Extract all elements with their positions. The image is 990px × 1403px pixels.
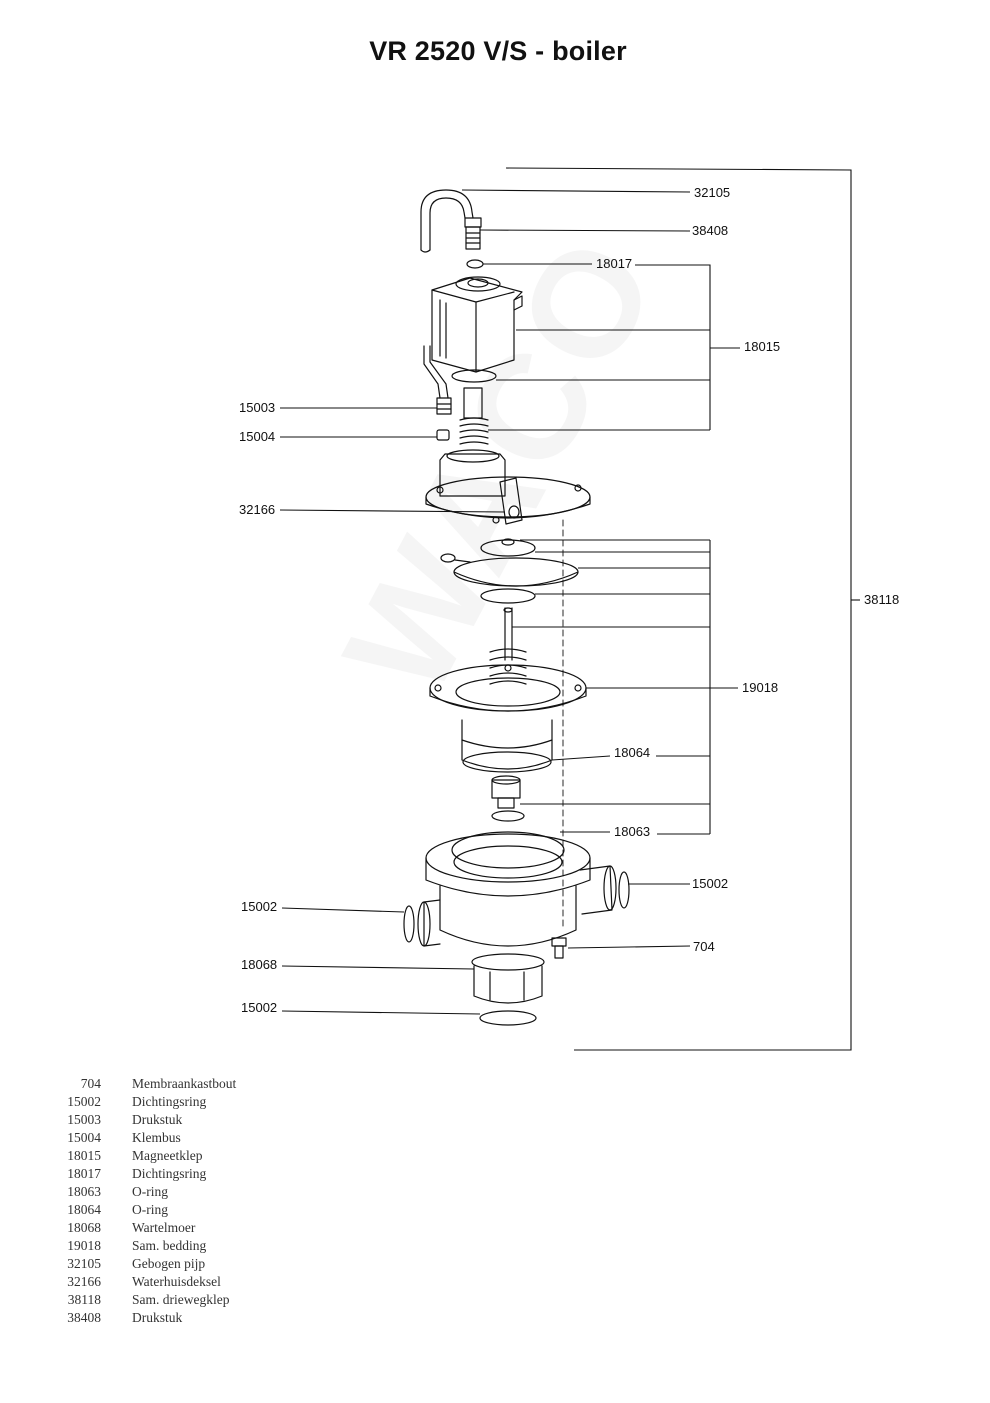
sealing-ring-bottom-part [479,1010,537,1026]
legend-number: 38118 [67,1292,101,1307]
diaphragm-part [440,553,579,587]
o-ring-lower-part [491,810,525,822]
leader-704 [567,945,691,949]
plunger-spring-part [459,387,489,445]
callout-15002-right: 15002 [692,876,728,891]
callout-15002-left: 15002 [241,899,277,914]
seal-ring-left-part [403,905,415,943]
leader-15002-bottom [281,1010,481,1015]
pressure-nut-top-part [464,217,482,250]
callout-15004: 15004 [239,429,275,444]
legend-number: 32166 [67,1274,101,1289]
callout-15003: 15003 [239,400,275,415]
legend-description: Sam. driewegklep [132,1292,230,1307]
o-ring-solenoid-part [451,369,497,383]
leader-38408 [479,229,691,232]
callout-18063: 18063 [614,824,650,839]
pressure-piece-part [436,397,452,415]
legend-number: 32105 [67,1256,101,1271]
callout-32166: 32166 [239,502,275,517]
legend-description: O-ring [132,1202,168,1217]
callout-18064: 18064 [614,745,650,760]
callout-38118: 38118 [864,592,899,607]
lower-plunger-part [491,775,521,809]
water-housing-cover-part [425,449,591,525]
legend-number: 18017 [67,1166,101,1181]
o-ring-seat-part [462,751,552,773]
callout-18017: 18017 [596,256,632,271]
legend-description: Wartelmoer [132,1220,196,1235]
leader-18015 [488,264,740,431]
valve-stem-part [503,607,513,661]
bent-pipe-part [420,189,474,253]
callout-18068: 18068 [241,957,277,972]
leader-32166 [279,509,506,513]
clamp-bush-part [436,429,450,441]
valve-body-part [417,831,617,947]
legend-number: 18063 [67,1184,101,1199]
sealing-ring-top-part [466,259,484,269]
diaphragm-upper-disc-part [480,538,536,557]
legend-number: 38408 [67,1310,101,1325]
legend-number: 15003 [67,1112,101,1127]
legend-number: 704 [80,1076,101,1091]
legend-description: Sam. bedding [132,1238,207,1253]
callout-32105: 32105 [694,185,730,200]
diaphragm-bolt-part [551,937,567,959]
legend-description: Magneetklep [132,1148,203,1163]
callout-18015: 18015 [744,339,780,354]
page-title: VR 2520 V/S - boiler [369,36,627,66]
legend-number: 15002 [67,1094,101,1109]
seal-ring-right-part [618,871,630,909]
legend-description: Waterhuisdeksel [132,1274,221,1289]
legend-description: Drukstuk [132,1112,183,1127]
legend-number: 18015 [67,1148,101,1163]
legend-description: Dichtingsring [132,1166,207,1181]
leader-15002-left [281,907,405,913]
legend-description: Membraankastbout [132,1076,237,1091]
leader-32105 [461,189,691,193]
union-nut-part [471,953,545,1004]
callout-704: 704 [693,939,715,954]
legend-description: Dichtingsring [132,1094,207,1109]
callout-38408: 38408 [692,223,728,238]
legend-number: 15004 [67,1130,101,1145]
legend-number: 18068 [67,1220,101,1235]
legend-description: O-ring [132,1184,168,1199]
diaphragm-lower-disc-part [480,588,536,604]
callout-15002-bottom: 15002 [241,1000,277,1015]
leader-18068 [281,965,475,970]
legend-description: Drukstuk [132,1310,183,1325]
leader-38118 [505,167,852,1051]
solenoid-coil-part [431,276,523,373]
legend-number: 19018 [67,1238,101,1253]
legend-number: 18064 [67,1202,101,1217]
legend-description: Klembus [132,1130,181,1145]
leader-19018 [512,539,738,835]
side-pipe-part [423,345,449,399]
seat-assembly-part [429,664,587,770]
legend-description: Gebogen pijp [132,1256,206,1271]
callout-19018: 19018 [742,680,778,695]
leader-18064 [551,755,611,761]
